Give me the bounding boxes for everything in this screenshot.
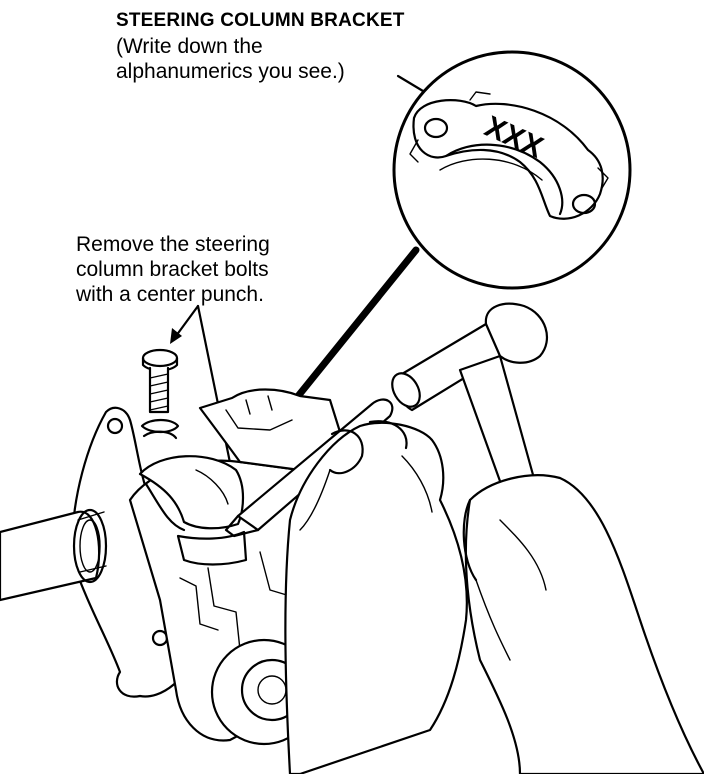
bracket-closeup-drawing	[409, 91, 609, 220]
steering-column-assembly	[0, 388, 342, 746]
bracket-title: STEERING COLUMN BRACKET	[116, 10, 405, 31]
hands-and-tools	[224, 302, 704, 774]
bracket-note: (Write down the alphanumerics you see.)	[116, 35, 345, 83]
bracket-bolt	[140, 348, 180, 440]
instruction-callout: Remove the steering column bracket bolts…	[76, 233, 270, 306]
